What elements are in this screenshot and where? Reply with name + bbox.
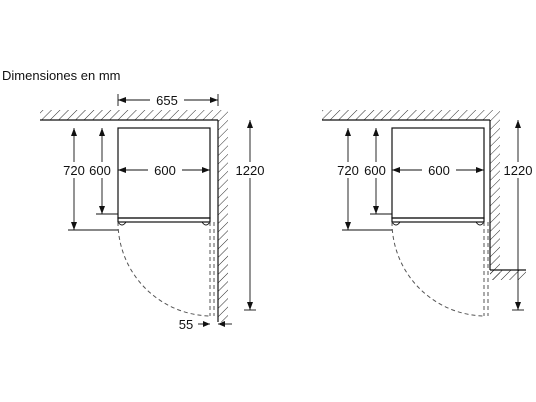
left-clearance-label: 55 (179, 317, 193, 332)
right-height-outer-label: 720 (337, 163, 359, 178)
diagram-title: Dimensiones en mm (2, 68, 121, 83)
left-door-swing-arc (117, 221, 211, 317)
left-right-wall-hatch (218, 110, 228, 322)
right-right-wall-hatch (490, 110, 500, 280)
right-step-wall-hatch (490, 270, 526, 280)
right-total-height-label: 1220 (504, 163, 533, 178)
right-height-inner-label: 600 (364, 163, 386, 178)
right-door-swing-arc (391, 221, 485, 317)
left-diagram: 655 600 720 600 1220 55 (40, 92, 266, 332)
left-appliance-base (117, 217, 211, 223)
left-height-outer-label: 720 (63, 163, 85, 178)
left-width-label: 655 (156, 93, 178, 108)
left-total-height-label: 1220 (236, 163, 265, 178)
left-height-inner-label: 600 (89, 163, 111, 178)
right-depth-label: 600 (428, 163, 450, 178)
right-appliance-base (391, 217, 485, 223)
left-depth-label: 600 (154, 163, 176, 178)
left-top-wall-hatch (40, 110, 218, 120)
right-top-wall-hatch (322, 110, 490, 120)
right-diagram: 600 720 600 1220 (322, 110, 534, 317)
